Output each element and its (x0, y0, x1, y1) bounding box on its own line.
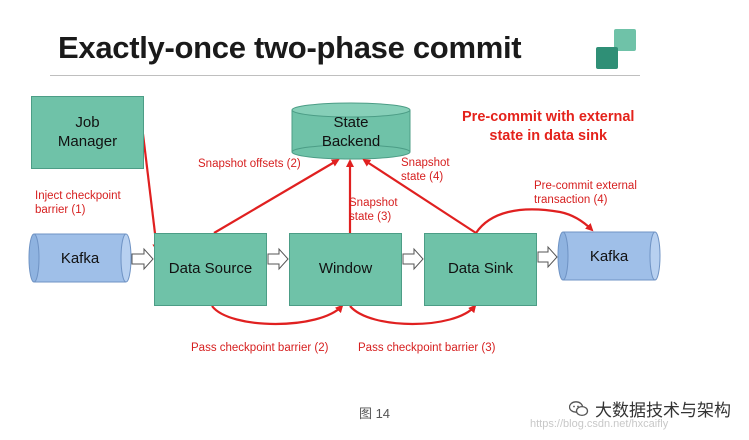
arrow-inject-barrier (141, 133, 161, 252)
arrow-precommit-external (475, 208, 594, 234)
title-divider (50, 75, 640, 76)
label-snapshot-state-4: Snapshot state (4) (401, 157, 450, 184)
watermark-url: https://blog.csdn.net/hxcaifly (530, 418, 669, 430)
flow-arrow-window-sink (402, 247, 424, 271)
data-sink-node: Data Sink (424, 233, 537, 306)
state-backend-cylinder (291, 102, 411, 160)
arrow-pass-barrier-2 (211, 304, 344, 325)
kafka-out-cylinder (557, 231, 661, 281)
slide: Exactly-once two-phase commit (28, 29, 661, 354)
kafka-in-cylinder (28, 233, 132, 283)
wechat-icon (568, 400, 589, 417)
arrow-snapshot-state-4 (362, 158, 477, 234)
flow-arrow-sink-kafka (537, 245, 558, 269)
flow-arrow-kafka-source (131, 247, 154, 271)
logo-icon (596, 29, 638, 71)
label-pass-barrier-2: Pass checkpoint barrier (2) (191, 342, 329, 354)
flow-arrow-source-window (267, 247, 289, 271)
window-node: Window (289, 233, 402, 306)
slide-title: Exactly-once two-phase commit (58, 30, 522, 65)
figure-caption: 图 14 (358, 406, 391, 421)
job-manager-node: Job Manager (31, 96, 144, 169)
arrow-pass-barrier-3 (349, 304, 477, 325)
kafka-out-label: Kafka (589, 247, 629, 265)
data-source-node: Data Source (154, 233, 267, 306)
kafka-in-label: Kafka (60, 249, 100, 267)
label-snapshot-offsets: Snapshot offsets (2) (198, 158, 301, 170)
arrow-snapshot-offsets (213, 158, 340, 234)
label-snapshot-state-3: Snapshot state (3) (349, 197, 398, 224)
wechat-watermark: 大数据技术与架构 (568, 396, 731, 421)
flow-arrows (131, 245, 558, 271)
callout-precommit: Pre-commit with external state in data s… (462, 109, 635, 144)
watermark-account: 大数据技术与架构 (595, 401, 731, 420)
state-backend-label: State Backend (321, 114, 381, 150)
label-inject-checkpoint: Inject checkpoint barrier (1) (35, 190, 121, 217)
label-pass-barrier-3: Pass checkpoint barrier (3) (358, 342, 496, 354)
label-precommit-external: Pre-commit external transaction (4) (534, 180, 637, 207)
diagram-connectors (28, 102, 661, 325)
